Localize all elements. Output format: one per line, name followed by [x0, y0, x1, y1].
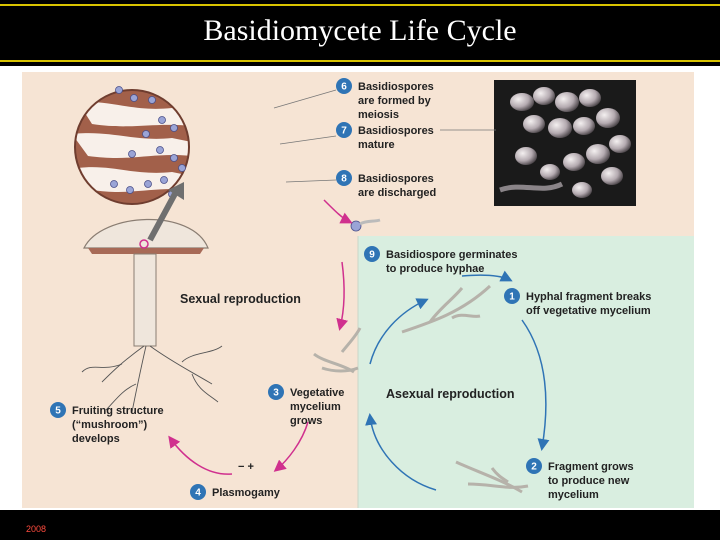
step-7-line-1: Basidiospores [358, 125, 434, 137]
title-bar: Basidiomycete Life Cycle [0, 0, 720, 64]
zoom-arrow [147, 188, 180, 242]
slide-title: Basidiomycete Life Cycle [203, 14, 517, 47]
sexual-reproduction-label: Sexual reproduction [180, 292, 301, 306]
step-4-line-1: Plasmogamy [212, 487, 281, 499]
step-8-line-2: are discharged [358, 187, 436, 199]
step-7: 7 Basidiospores mature [336, 122, 434, 151]
step-6-number: 6 [341, 82, 347, 93]
title-rule-bottom [0, 60, 720, 62]
step-1-line-2: off vegetative mycelium [526, 305, 651, 317]
step-5: 5 Fruiting structure (“mushroom”) develops [50, 402, 164, 445]
zoom-arrow-head [168, 182, 184, 200]
step-2-number: 2 [531, 462, 537, 473]
arrow-step3-to-4 [273, 421, 309, 472]
step-8: 8 Basidiospores are discharged [336, 170, 436, 199]
arrow-to-step3 [336, 261, 349, 331]
step-6: 6 Basidiospores are formed by meiosis [336, 78, 434, 121]
step-3: 3 Vegetative mycelium grows [268, 384, 344, 427]
arrow-step3-to-1 [369, 298, 429, 365]
mushroom [83, 218, 209, 347]
step-3-number: 3 [273, 388, 279, 399]
step-8-line-1: Basidiospores [358, 173, 434, 185]
step-2-line-3: mycelium [548, 489, 599, 501]
gill-cross-section [74, 86, 190, 205]
step-9: 9 Basidiospore germinates to produce hypha… [364, 246, 517, 275]
step-1-line-1: Hyphal fragment breaks [526, 291, 651, 303]
step-9-line-2: to produce hyphae [386, 263, 484, 275]
hyphae-left [313, 327, 362, 374]
step-6-line-3: meiosis [358, 109, 399, 121]
step-4-badge [190, 484, 206, 500]
footer-bar [0, 510, 720, 540]
spore-micrograph [494, 80, 636, 206]
arrow-to-step1 [461, 270, 513, 282]
hyphae-top [401, 284, 492, 334]
step-5-line-3: develops [72, 433, 120, 445]
step-3-line-1: Vegetative [290, 387, 344, 399]
step-9-badge [364, 246, 380, 262]
step-3-line-2: mycelium [290, 401, 341, 413]
step-1: 1 Hyphal fragment breaks off vegetative my… [504, 288, 651, 317]
step-9-number: 9 [369, 250, 375, 261]
hyphae-bottom [455, 460, 529, 494]
germ-tube [359, 218, 381, 226]
leader-6 [273, 89, 337, 109]
step-5-line-2: (“mushroom”) [72, 419, 148, 431]
step-6-badge [336, 78, 352, 94]
step-6-line-2: are formed by [358, 95, 432, 107]
footer-year: 2008 [26, 524, 47, 534]
step-8-number: 8 [341, 174, 347, 185]
step-2-badge [526, 458, 542, 474]
asexual-region-bg [358, 236, 694, 508]
step-7-line-2: mature [358, 139, 395, 151]
released-spore [350, 220, 362, 232]
step-6-line-1: Basidiospores [358, 81, 434, 93]
step-2-line-1: Fragment grows [548, 461, 634, 473]
step-4-number: 4 [195, 488, 201, 499]
step-4: 4 Plasmogamy [190, 484, 281, 500]
arrow-step2-to-3 [365, 413, 437, 491]
step-5-number: 5 [55, 406, 61, 417]
title-rule-top [0, 4, 720, 6]
step-3-line-3: grows [290, 415, 322, 427]
step-8-badge [336, 170, 352, 186]
life-cycle-diagram: Sexual reproduction Asexual reproduction… [22, 72, 694, 508]
arrow-step8-to-spore [323, 199, 353, 224]
step-9-line-1: Basidiospore germinates [386, 249, 517, 261]
step-3-badge [268, 384, 284, 400]
asexual-reproduction-label: Asexual reproduction [386, 387, 515, 401]
step-1-badge [504, 288, 520, 304]
leader-7 [279, 135, 337, 145]
steps-layer: 1 Hyphal fragment breaks off vegetative my… [50, 78, 651, 501]
leader-8 [285, 179, 337, 183]
arrow-step1-to-2 [521, 319, 550, 451]
step-1-number: 1 [509, 292, 515, 303]
plasmogamy-signs: − + [238, 461, 254, 473]
mushroom-mycelium [81, 345, 223, 413]
step-7-badge [336, 122, 352, 138]
step-7-number: 7 [341, 126, 347, 137]
step-2: 2 Fragment grows to produce new mycelium [526, 458, 634, 501]
step-2-line-2: to produce new [548, 475, 630, 487]
step-5-line-1: Fruiting structure [72, 405, 164, 417]
arrow-step4-to-5 [168, 435, 233, 475]
step-5-badge [50, 402, 66, 418]
